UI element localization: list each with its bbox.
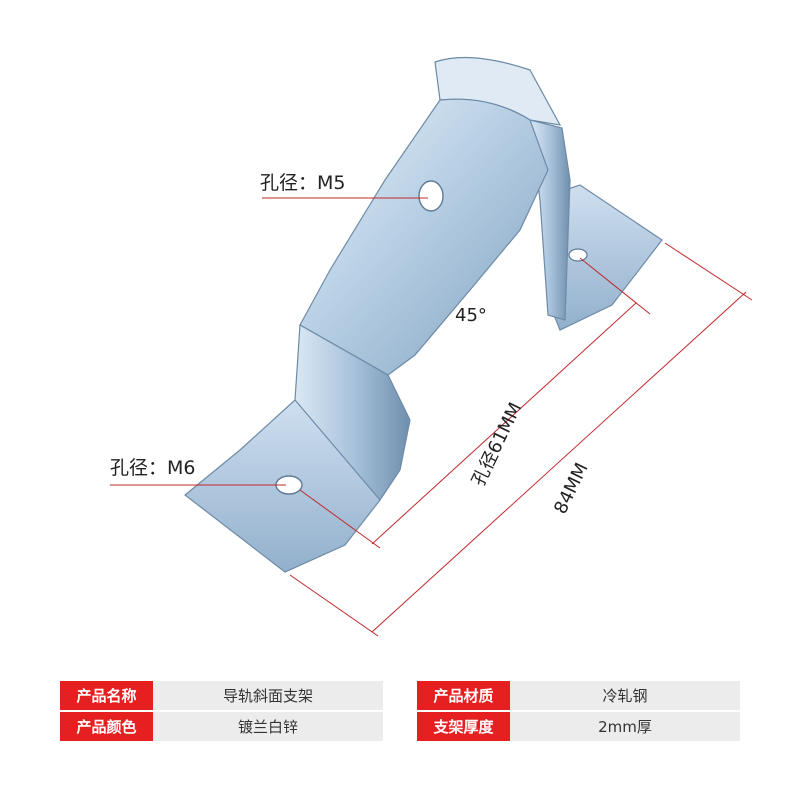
right-foot-hole xyxy=(568,248,588,262)
angle-label: 45° xyxy=(455,305,487,326)
spec-value-name: 导轨斜面支架 xyxy=(153,681,383,710)
bracket-illustration xyxy=(110,56,753,637)
spec-label-material: 产品材质 xyxy=(417,681,510,710)
spec-value-color: 镀兰白锌 xyxy=(153,712,383,741)
ext-line-a xyxy=(299,489,381,549)
spec-value-material: 冷轧钢 xyxy=(510,681,740,710)
spec-row: 产品颜色 镀兰白锌 支架厚度 2mm厚 xyxy=(60,712,740,741)
ext-line-d xyxy=(664,242,753,301)
main-slanted-face xyxy=(299,98,549,376)
top-hole xyxy=(418,180,444,212)
dim-line-84 xyxy=(371,291,747,633)
spec-label-color: 产品颜色 xyxy=(60,712,153,741)
bottom-hole-callout: 孔径：M6 xyxy=(110,457,196,479)
spec-label-name: 产品名称 xyxy=(60,681,153,710)
ext-line-c xyxy=(289,574,379,637)
spec-value-thickness: 2mm厚 xyxy=(510,712,740,741)
product-photo: 孔径：M5 孔径：M6 45° 孔径61MM 84MM xyxy=(110,56,753,637)
dim-line-61 xyxy=(371,302,637,545)
ext-line-b xyxy=(579,257,651,315)
spec-row: 产品名称 导轨斜面支架 产品材质 冷轧钢 xyxy=(60,681,740,710)
top-hole-callout: 孔径：M5 xyxy=(260,172,346,194)
spec-table: 产品名称 导轨斜面支架 产品材质 冷轧钢 产品颜色 镀兰白锌 支架厚度 2mm厚 xyxy=(60,681,740,743)
spec-label-thickness: 支架厚度 xyxy=(417,712,510,741)
